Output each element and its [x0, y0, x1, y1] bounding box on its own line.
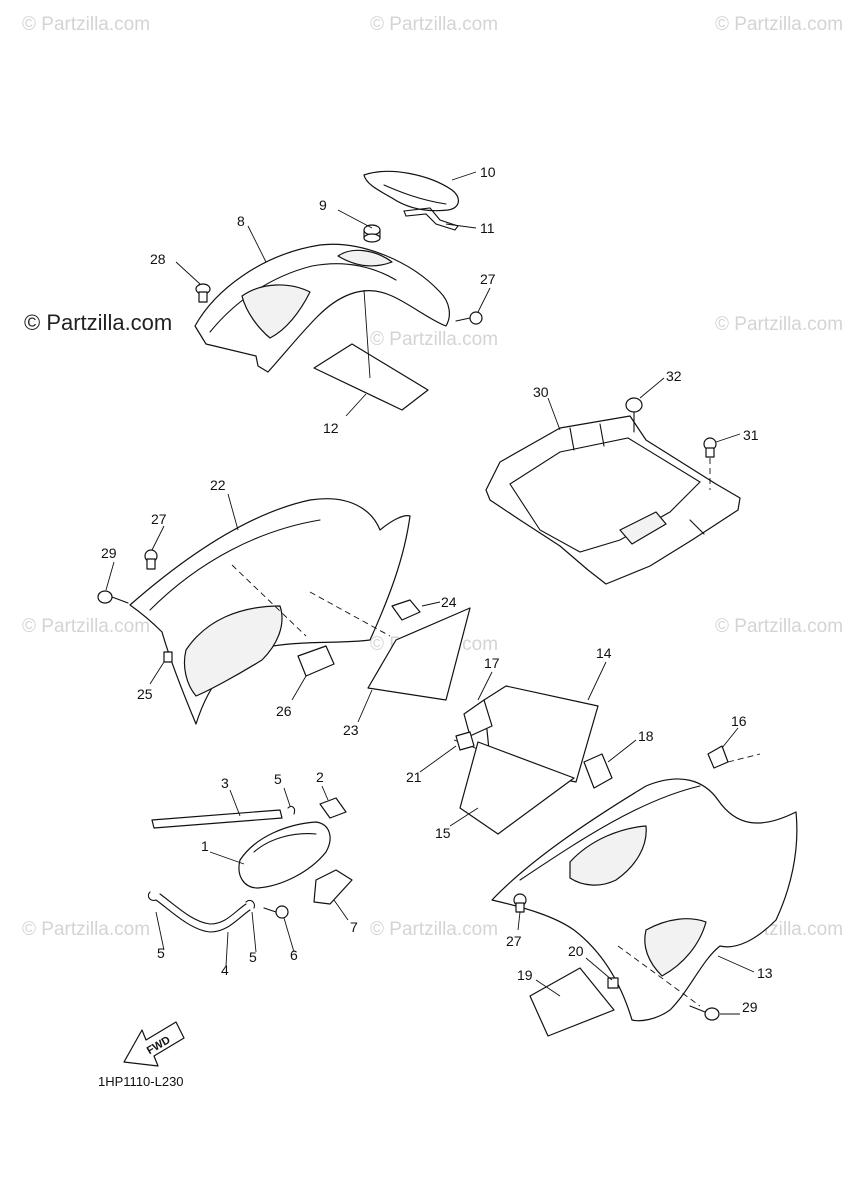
part-21-block	[455, 731, 475, 751]
callout-27-upper: 27	[480, 271, 496, 287]
callout-22: 22	[210, 477, 226, 493]
diagram-code: 1HP1110-L230	[98, 1074, 184, 1089]
part-32-clip	[625, 397, 643, 433]
part-4-hose	[155, 893, 251, 933]
callout-5-left: 5	[157, 945, 165, 961]
callout-18: 18	[638, 728, 654, 744]
callout-5-right: 5	[249, 949, 257, 965]
part-12-pad	[313, 343, 429, 411]
part-27-screw-right	[513, 893, 527, 913]
part-20-nut	[607, 977, 619, 989]
callout-6: 6	[290, 947, 298, 963]
brand-watermark: © Partzilla.com	[24, 310, 172, 335]
callout-32: 32	[666, 368, 682, 384]
watermark-top-left: © Partzilla.com	[22, 14, 150, 35]
part-2-cap	[319, 797, 347, 819]
part-6-bolt	[263, 905, 289, 919]
callout-23: 23	[343, 722, 359, 738]
callout-29-right: 29	[742, 999, 758, 1015]
part-30-rack-frame	[485, 415, 741, 585]
part-28-screw	[195, 283, 211, 303]
callout-1: 1	[201, 838, 209, 854]
callout-16: 16	[731, 713, 747, 729]
callout-21: 21	[406, 769, 422, 785]
watermark-row3-right: © Partzilla.com	[715, 616, 843, 637]
callout-2: 2	[316, 769, 324, 785]
part-31-screw	[703, 437, 717, 490]
callout-26: 26	[276, 703, 292, 719]
part-23-panel	[367, 607, 471, 701]
callout-numbers: 10 11 9 8 28 27 12 30 32 31 22 27 29 24 …	[101, 164, 773, 1015]
leader-lines	[105, 171, 755, 1015]
callout-11: 11	[480, 220, 495, 236]
callout-8: 8	[237, 213, 245, 229]
watermark-row4-center: © Partzilla.com	[370, 919, 498, 940]
part-29-bolt-right	[689, 1005, 720, 1021]
callout-19: 19	[517, 967, 533, 983]
callout-3: 3	[221, 775, 229, 791]
part-7-pad	[313, 869, 353, 905]
part-22-left-fender	[129, 498, 411, 725]
watermark-row4-left: © Partzilla.com	[22, 919, 150, 940]
callout-15: 15	[435, 825, 451, 841]
callout-27-left: 27	[151, 511, 167, 527]
part-10-cover	[363, 170, 459, 212]
callout-13: 13	[757, 965, 773, 981]
callout-12: 12	[323, 420, 339, 436]
callout-4: 4	[221, 962, 229, 978]
callout-17: 17	[484, 655, 500, 671]
part-27-screw-upper	[455, 311, 483, 325]
part-3-rod	[151, 809, 283, 829]
part-27-screw-left	[144, 549, 158, 570]
callout-31: 31	[743, 427, 759, 443]
watermark-mid-center: © Partzilla.com	[370, 329, 498, 350]
callout-30: 30	[533, 384, 549, 400]
watermark-row3-left: © Partzilla.com	[22, 616, 150, 637]
part-9-grommet	[363, 224, 381, 243]
part-13-right-fender	[491, 778, 798, 1022]
watermark-top-right: © Partzilla.com	[715, 14, 843, 35]
callout-29-left: 29	[101, 545, 117, 561]
watermark-layer: © Partzilla.com © Partzilla.com © Partzi…	[22, 14, 843, 940]
callout-24: 24	[441, 594, 457, 610]
part-29-bolt-left	[97, 590, 129, 604]
watermark-top-center: © Partzilla.com	[370, 14, 498, 35]
callout-7: 7	[350, 919, 358, 935]
fwd-arrow-icon: FWD	[123, 1021, 185, 1067]
part-25-nut	[163, 651, 173, 663]
callout-9: 9	[319, 197, 327, 213]
part-19-pad	[529, 967, 615, 1037]
watermark-mid-right: © Partzilla.com	[715, 314, 843, 335]
callout-5-top: 5	[274, 771, 282, 787]
callout-25: 25	[137, 686, 153, 702]
part-5-clamps	[147, 805, 296, 909]
part-11-clip	[403, 207, 459, 231]
part-1-bottle	[238, 821, 331, 889]
part-17-pad	[463, 699, 493, 737]
part-16-block	[707, 745, 761, 769]
part-18-block	[583, 753, 613, 789]
callout-28: 28	[150, 251, 166, 267]
part-8-rear-fender	[194, 243, 450, 373]
part-26-block	[297, 645, 335, 677]
callout-20: 20	[568, 943, 584, 959]
callout-27-right: 27	[506, 933, 522, 949]
callout-10: 10	[480, 164, 496, 180]
part-15-panel	[459, 741, 575, 835]
part-24-block	[391, 599, 421, 621]
callout-14: 14	[596, 645, 612, 661]
